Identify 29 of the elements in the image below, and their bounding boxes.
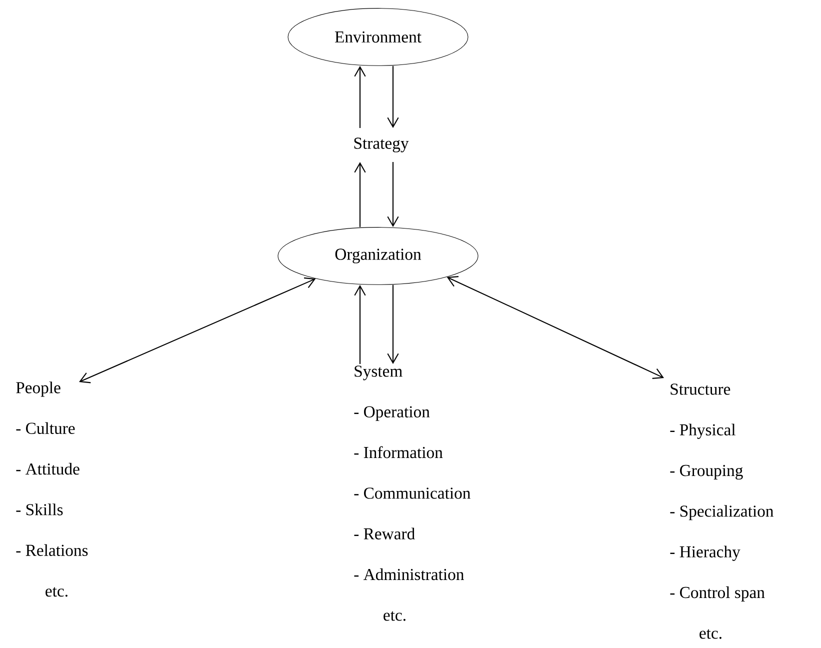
heading-text: System xyxy=(354,366,402,380)
list-item: - Attitude xyxy=(16,462,80,475)
heading-text: People xyxy=(16,382,60,397)
heading-text: Structure xyxy=(670,384,730,395)
arrow xyxy=(79,277,316,384)
list-item: - Culture xyxy=(16,422,75,434)
list-item: etc. xyxy=(384,611,406,621)
list-item: - Communication xyxy=(354,488,470,499)
list-item: - Physical xyxy=(670,424,736,439)
arrow xyxy=(354,284,366,364)
list-item: - Information xyxy=(354,446,443,458)
list-item: - Hierachy xyxy=(670,546,740,561)
list-item: - Grouping xyxy=(670,464,743,480)
arrow xyxy=(354,66,366,128)
list-item: - Specialization xyxy=(670,505,774,520)
list-item: - Administration xyxy=(354,568,464,580)
list-item: - Operation xyxy=(354,406,430,421)
list-item: etc. xyxy=(46,587,68,597)
list-item: - Control span xyxy=(670,586,765,602)
arrow xyxy=(387,66,399,128)
list-item: etc. xyxy=(700,629,722,639)
label-text: Strategy xyxy=(354,138,409,152)
list-item: - Reward xyxy=(354,528,415,540)
arrow xyxy=(446,276,664,379)
list-item: - Skills xyxy=(16,504,63,516)
arrow xyxy=(387,162,399,228)
arrow xyxy=(387,284,399,364)
list-item: - Relations xyxy=(16,544,88,556)
arrow xyxy=(354,162,366,228)
